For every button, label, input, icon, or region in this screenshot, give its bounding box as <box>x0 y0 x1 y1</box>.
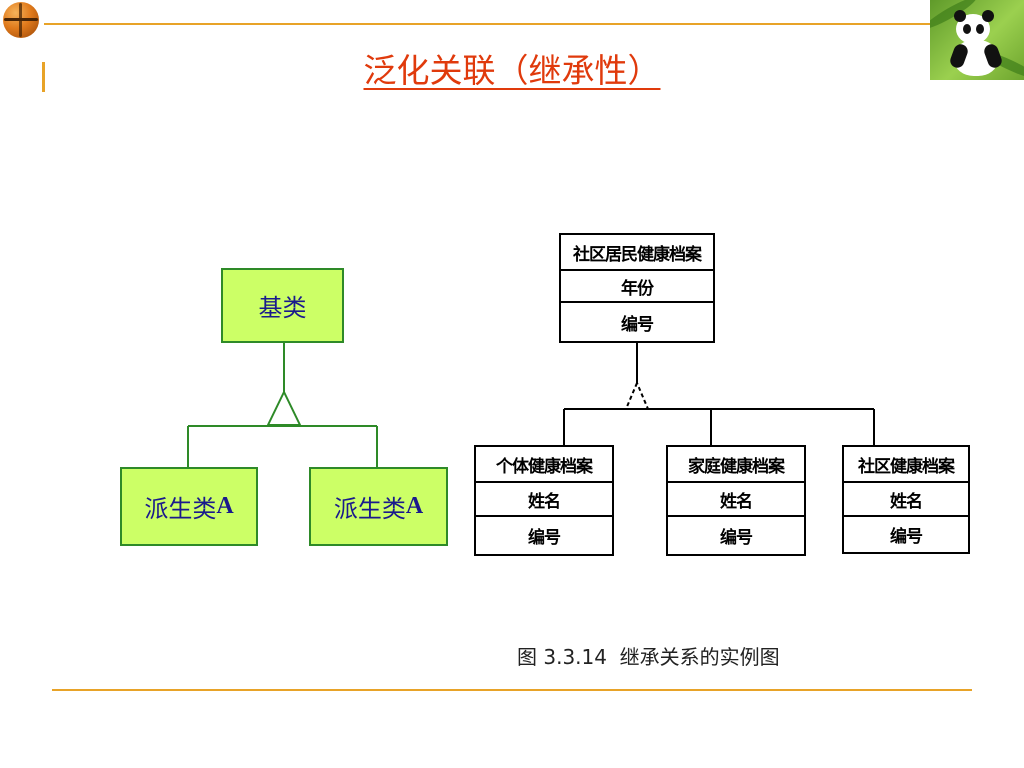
class-attribute: 年份 <box>561 269 713 301</box>
class-name: 个体健康档案 <box>496 456 593 477</box>
parent-class-box: 社区居民健康档案 年份 编号 <box>559 233 715 343</box>
figure-caption: 图 3.3.14 继承关系的实例图 <box>517 645 780 669</box>
child-class-box: 社区健康档案 姓名 编号 <box>842 445 970 554</box>
child-class-box: 个体健康档案 姓名 编号 <box>474 445 614 556</box>
orange-ball-icon <box>3 2 39 38</box>
class-attribute: 姓名 <box>476 481 612 515</box>
derived-class-label: 派生类 <box>333 495 406 523</box>
class-name: 家庭健康档案 <box>688 456 785 477</box>
class-attribute: 姓名 <box>844 481 968 515</box>
left-accent-bar <box>42 62 45 92</box>
slide-title: 泛化关联（继承性） <box>363 51 661 90</box>
class-attribute: 编号 <box>844 515 968 552</box>
derived-class-suffix: A <box>216 493 234 519</box>
top-divider <box>44 23 934 25</box>
class-name: 社区健康档案 <box>858 456 955 477</box>
derived-class-suffix: A <box>405 493 424 519</box>
class-name: 社区居民健康档案 <box>573 244 702 265</box>
class-attribute: 编号 <box>561 301 713 341</box>
base-class-box: 基类 <box>221 268 344 343</box>
panda-picture <box>930 0 1024 80</box>
child-class-box: 家庭健康档案 姓名 编号 <box>666 445 806 556</box>
class-attribute: 编号 <box>668 515 804 554</box>
bottom-divider <box>52 689 972 691</box>
base-class-label: 基类 <box>258 294 307 322</box>
derived-class-label: 派生类 <box>144 495 217 523</box>
class-attribute: 姓名 <box>668 481 804 515</box>
class-attribute: 编号 <box>476 515 612 554</box>
